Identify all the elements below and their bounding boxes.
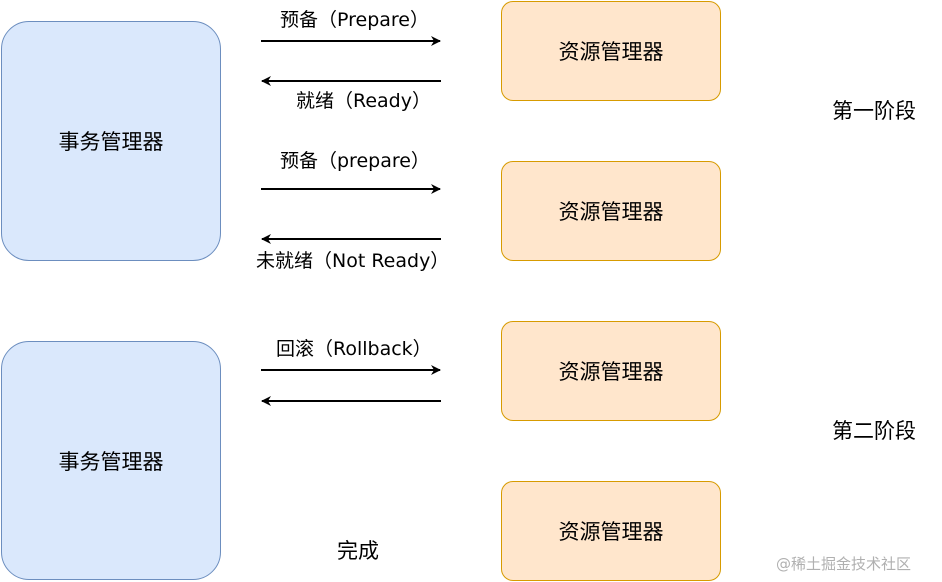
phase2-title: 第二阶段 xyxy=(832,419,916,443)
transaction-manager-phase2: 事务管理器 xyxy=(1,341,221,580)
ready-label: 就绪（Ready） xyxy=(296,90,431,112)
prepare-label-1: 预备（Prepare） xyxy=(280,9,429,31)
resource-manager-label: 资源管理器 xyxy=(558,40,664,64)
resource-manager-label: 资源管理器 xyxy=(558,520,664,544)
resource-manager-label: 资源管理器 xyxy=(558,360,664,384)
transaction-manager-label: 事务管理器 xyxy=(58,449,164,474)
completion-label: 完成 xyxy=(337,539,379,563)
resource-manager-label: 资源管理器 xyxy=(558,200,664,224)
rollback-label: 回滚（Rollback） xyxy=(276,338,432,360)
prepare-label-2: 预备（prepare） xyxy=(280,150,430,172)
watermark: @稀土掘金技术社区 xyxy=(776,555,912,573)
resource-manager-1: 资源管理器 xyxy=(501,1,721,101)
resource-manager-3: 资源管理器 xyxy=(501,321,721,421)
transaction-manager-phase1: 事务管理器 xyxy=(1,21,221,261)
phase1-title: 第一阶段 xyxy=(832,99,916,123)
not-ready-label: 未就绪（Not Ready） xyxy=(256,250,450,272)
transaction-manager-label: 事务管理器 xyxy=(58,130,164,154)
resource-manager-2: 资源管理器 xyxy=(501,161,721,261)
resource-manager-4: 资源管理器 xyxy=(501,481,721,581)
